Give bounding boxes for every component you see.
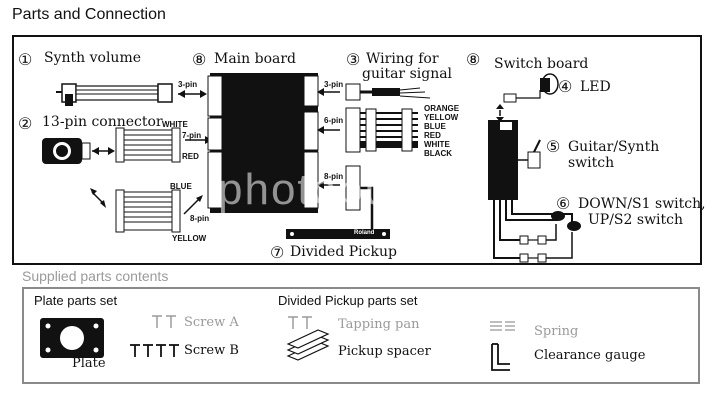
connector13-8pin: 8-pin [190, 214, 210, 223]
main-board-num: ⑧ [192, 50, 207, 69]
switch-board-num: ⑧ [466, 50, 481, 69]
connector13-blue: BLUE [170, 182, 192, 191]
led [540, 73, 559, 95]
guitar-synth-switch [518, 139, 541, 169]
connector-13pin [42, 138, 115, 164]
connector13-white: WHITE [162, 120, 188, 129]
connector13-7pin: 7-pin [182, 131, 202, 140]
led-num: ④ [558, 77, 573, 96]
divided-pickup [286, 229, 390, 239]
connector13-red: RED [182, 152, 199, 161]
wiring-num: ③ [346, 50, 361, 69]
down-up-label-2: UP/S2 switch [588, 212, 684, 228]
down-up-label-1: DOWN/S1 switch, [578, 196, 706, 212]
divided-pickup-brand: Roland [354, 230, 375, 236]
wiring-label-2: guitar signal [362, 66, 453, 82]
watermark: photobucket [218, 165, 480, 214]
switch-board [488, 90, 541, 200]
connector13-label: 13-pin connector [42, 114, 163, 130]
wiring-3pin: 3-pin [324, 80, 344, 89]
clearance-gauge-drawing [491, 343, 510, 371]
screw-b-label: Screw B [184, 343, 239, 358]
wire-color-yellow: YELLOW [424, 113, 459, 122]
supplied-title: Supplied parts contents [22, 268, 169, 284]
connector13-yellow: YELLOW [172, 234, 207, 243]
pickup-spacer-drawing [286, 329, 330, 361]
wire-color-blue: BLUE [424, 122, 446, 131]
wiring-label-1: Wiring for [366, 51, 439, 67]
connector13-num: ② [18, 114, 33, 133]
plate-drawing [40, 318, 104, 358]
divided-pickup-label: Divided Pickup [290, 244, 397, 260]
pickup-spacer-label: Pickup spacer [338, 344, 431, 359]
plate-label: Plate [72, 356, 106, 371]
guitar-synth-num: ⑤ [546, 137, 561, 156]
spring-label: Spring [534, 324, 579, 339]
parts-frame [12, 35, 702, 265]
page-title: Parts and Connection [12, 6, 166, 23]
cable-7pin [115, 127, 181, 163]
wire-color-black: BLACK [424, 149, 452, 158]
guitar-synth-label-2: switch [568, 155, 615, 171]
pickup-set-title: Divided Pickup parts set [278, 293, 418, 308]
main-board [207, 73, 319, 213]
synth-volume-label: Synth volume [44, 50, 142, 66]
spring-drawing [490, 321, 515, 331]
six-pin-wires [345, 107, 418, 153]
wiring-6pin: 6-pin [324, 116, 344, 125]
divided-pickup-num: ⑦ [270, 243, 285, 262]
synth-volume-pin: 3-pin [178, 80, 198, 89]
down-up-wiring [493, 200, 581, 263]
led-label: LED [580, 79, 611, 95]
supplied-frame [22, 287, 700, 384]
wire-color-red: RED [424, 131, 441, 140]
synth-volume-num: ① [18, 50, 33, 69]
guitar-signal-wire [345, 83, 431, 101]
wire-color-orange: ORANGE [424, 104, 460, 113]
screw-a-label: Screw A [184, 315, 239, 330]
wiring-8pin: 8-pin [324, 172, 344, 181]
guitar-synth-label-1: Guitar/Synth [568, 139, 660, 155]
tapping-pan-label: Tapping pan [338, 317, 420, 332]
down-up-num: ⑥ [556, 194, 571, 213]
screw-b-drawing [130, 344, 179, 357]
tapping-pan-drawing [288, 316, 312, 329]
clearance-gauge-label: Clearance gauge [534, 348, 646, 363]
main-board-label: Main board [214, 51, 297, 67]
cable-8pin [115, 189, 181, 233]
switch-board-label: Switch board [494, 56, 589, 72]
screw-a-drawing [152, 315, 176, 328]
synth-volume-pot [56, 83, 173, 106]
wire-color-white: WHITE [424, 140, 450, 149]
plate-set-title: Plate parts set [34, 293, 118, 308]
